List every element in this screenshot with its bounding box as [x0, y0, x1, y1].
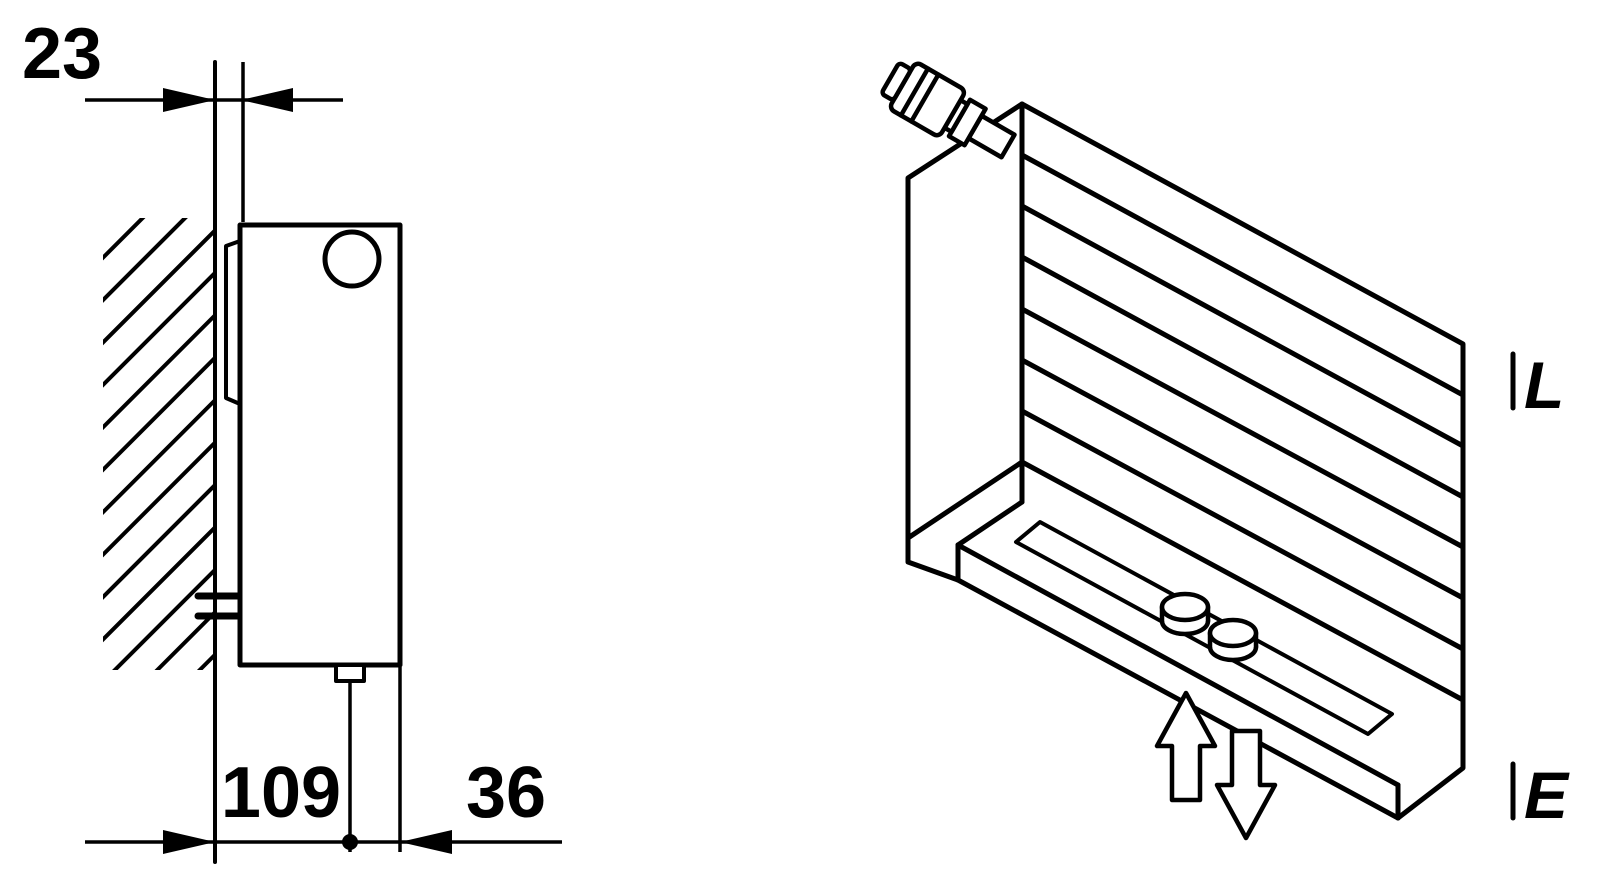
iso-pipe-connections: [1159, 591, 1259, 663]
valve-end-cap: [880, 61, 913, 102]
pipe-boss-1: [1159, 591, 1211, 637]
arrow-up-icon: [1154, 690, 1218, 803]
wall-bracket-lower: [194, 592, 243, 620]
radiator-vent-circle: [322, 229, 382, 289]
base-left-step: [905, 535, 961, 583]
iso-view: L E: [880, 61, 1570, 841]
wall-hatching: [103, 218, 215, 670]
iso-labels: L E: [1510, 348, 1570, 832]
dim-bottom-group: 109 36: [85, 667, 562, 854]
label-bottom: E: [1524, 758, 1570, 832]
arrowhead-left: [400, 830, 452, 854]
label-top: L: [1524, 348, 1564, 422]
dim-pipe-center-value: 109: [221, 753, 341, 833]
iso-front-face: [1019, 101, 1466, 703]
radiator-body: [237, 222, 403, 668]
iso-thermostat-valve: [880, 61, 1017, 160]
drain-stub: [334, 663, 366, 683]
dim-point-marker: [342, 834, 358, 850]
iso-end-panel: [905, 101, 1025, 541]
pipe-boss-2: [1207, 617, 1259, 663]
base-right-cap: [1395, 697, 1466, 821]
base-lip-top-edge: [955, 542, 1401, 788]
arrowhead-left: [241, 88, 293, 112]
side-view: [103, 60, 403, 864]
arrowhead-right: [163, 88, 215, 112]
wall-bracket-upper: [224, 239, 242, 406]
base-left-link: [955, 499, 1025, 548]
dim-front-face-value: 36: [466, 753, 546, 833]
base-lip-bottom-edge: [955, 577, 1401, 821]
dim-wall-clearance: 23: [22, 14, 343, 222]
arrow-down-icon: [1214, 728, 1278, 841]
arrowhead-right: [163, 830, 215, 854]
dim-wall-clearance-value: 23: [22, 14, 102, 94]
dimension-annotations: 23 109 36: [22, 14, 562, 854]
flow-arrows: [1154, 690, 1278, 841]
